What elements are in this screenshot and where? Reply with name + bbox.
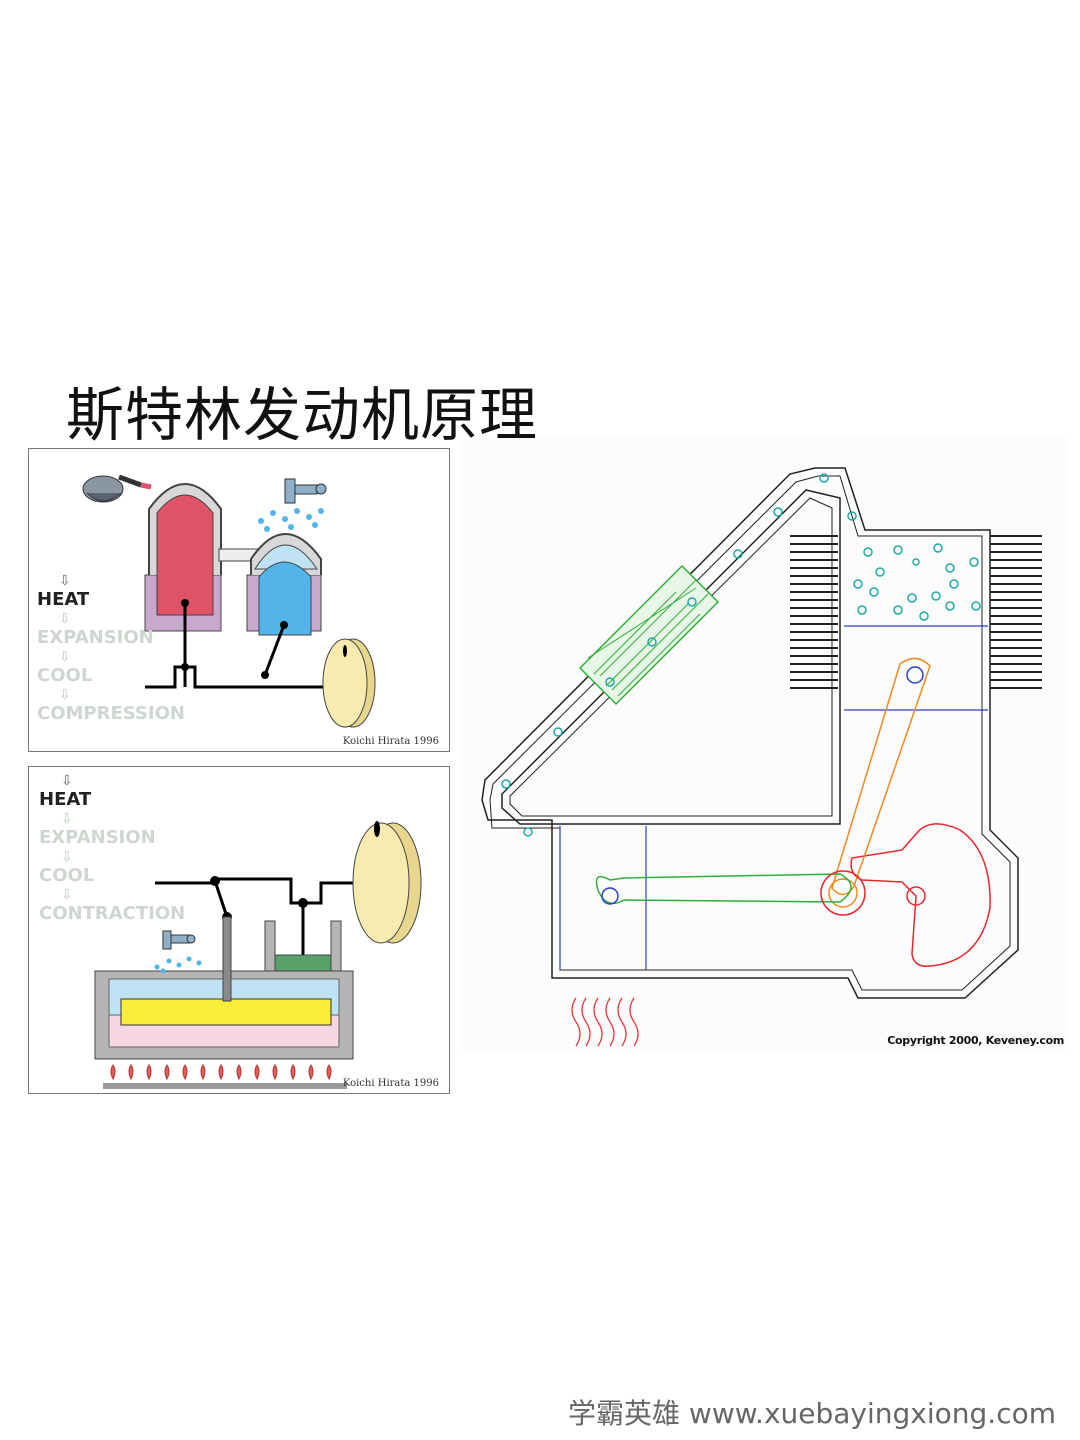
engine-mechanism-diagram (481, 467, 1042, 1047)
page-title: 斯特林发动机原理 (66, 381, 539, 449)
step-heat: ⇩HEAT (39, 773, 92, 810)
piston-linkage (559, 625, 988, 970)
water-drops (258, 508, 324, 532)
cooling-fins-right (990, 535, 1042, 689)
copyright-text: Copyright 2000, Keveney.com (887, 1034, 1064, 1047)
crank-wheel (850, 823, 991, 967)
water-drops (154, 956, 202, 974)
displacer-engine-diagram (94, 821, 422, 1089)
connecting-rod (828, 657, 931, 908)
faucet-icon (162, 930, 196, 950)
regenerator (578, 564, 720, 706)
cycle-steps: ⇩HEAT ⇩EXPANSION ⇩COOL ⇩COMPRESSION (37, 573, 185, 741)
cooling-fins-left (790, 535, 838, 689)
flywheel-icon (352, 821, 422, 944)
cold-cylinder (246, 533, 322, 676)
panel-credit: Koichi Hirata 1996 (342, 1078, 439, 1089)
step-cool: ⇩COOL (37, 649, 93, 686)
gas-particles (501, 473, 981, 837)
step-heat: ⇩HEAT (37, 573, 90, 610)
displacer-rod (595, 870, 866, 916)
step-compression: ⇩COMPRESSION (37, 687, 185, 724)
step-cool: ⇩COOL (39, 849, 95, 886)
flywheel-icon (322, 638, 376, 728)
faucet-icon (284, 478, 327, 504)
engine-mechanism-figure: Copyright 2000, Keveney.com (460, 438, 1070, 1050)
flame-icon (103, 1064, 347, 1089)
panel-credit: Koichi Hirata 1996 (342, 736, 439, 747)
step-expansion: ⇩EXPANSION (39, 811, 156, 848)
cycle-steps: ⇩HEAT ⇩EXPANSION ⇩COOL ⇩CONTRACTION (39, 773, 186, 941)
step-contraction: ⇩CONTRACTION (39, 887, 186, 924)
alpha-engine-diagram (82, 474, 376, 728)
heat-wave-icon (571, 997, 639, 1047)
site-watermark: 学霸英雄 www.xuebayingxiong.com (568, 1397, 1056, 1430)
alpha-engine-panel: ⇩HEAT ⇩EXPANSION ⇩COOL ⇩COMPRESSION Koic… (28, 448, 450, 752)
hot-cylinder (144, 483, 222, 687)
displacer-engine-panel: ⇩HEAT ⇩EXPANSION ⇩COOL ⇩CONTRACTION Koic… (28, 766, 450, 1094)
step-expansion: ⇩EXPANSION (37, 611, 154, 648)
torch-icon (82, 474, 152, 503)
